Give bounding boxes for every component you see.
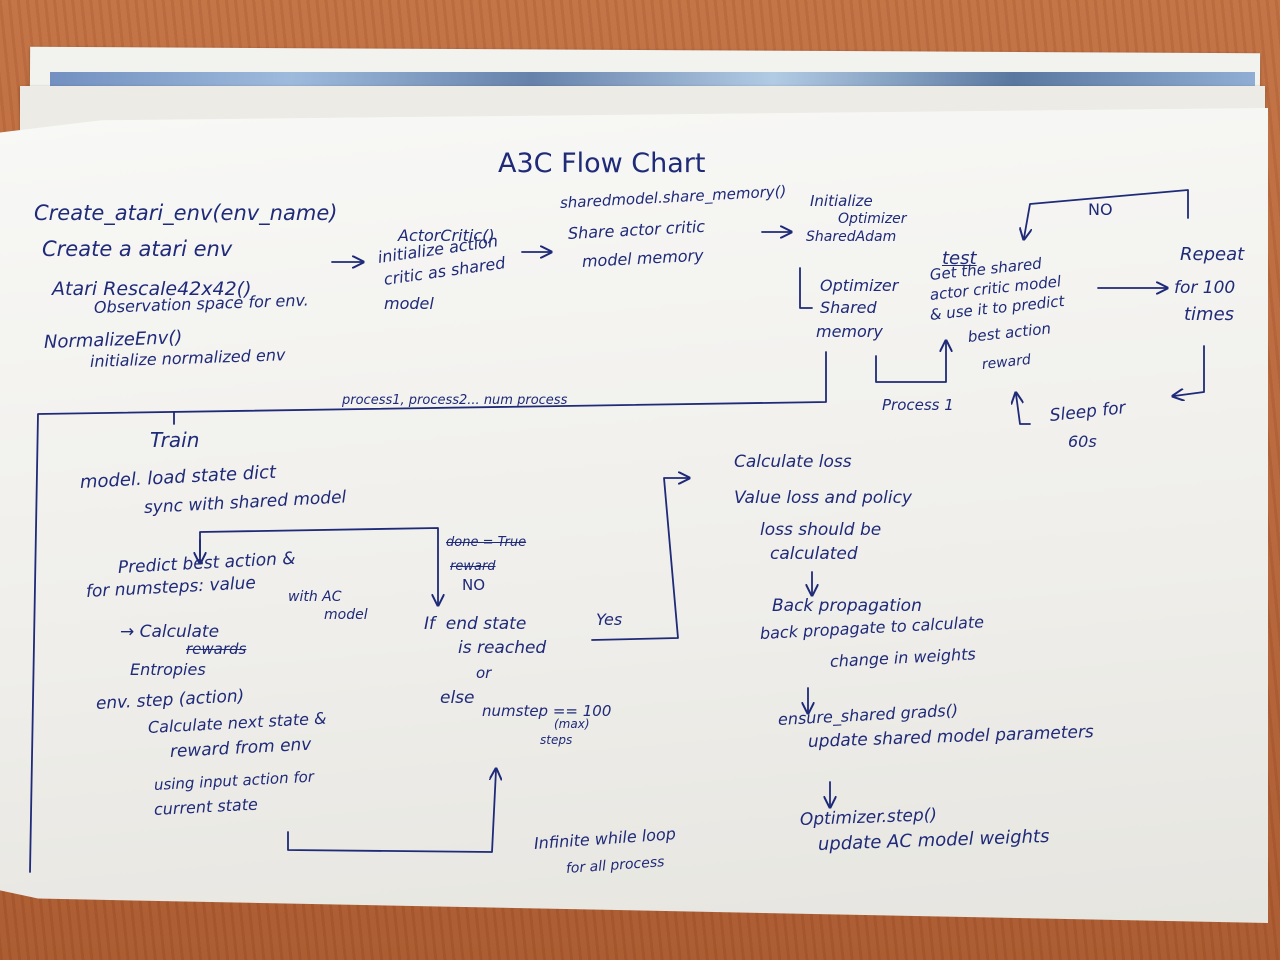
train-heading: Train [150, 428, 200, 452]
loss-line2: loss should be [760, 520, 882, 540]
reward-struck: reward [450, 559, 496, 574]
no-label-train: NO [462, 576, 486, 594]
init-optim-line2: SharedAdam [806, 229, 897, 245]
if-line5: (max) [554, 717, 590, 731]
processes-label: process1, process2... num process [342, 393, 568, 408]
init-optim-line0: Initialize [810, 192, 873, 210]
repeat-line1: for 100 [1174, 278, 1236, 298]
done-struck: done = True [446, 535, 527, 550]
loop-bottom [287, 770, 496, 853]
loop-process1 [875, 342, 946, 383]
create-env-fn: Create_atari_env(env_name) [34, 201, 338, 225]
optim-memory-line1: Shared [820, 298, 877, 317]
optim-memory-line2: memory [816, 322, 883, 341]
bracket-optimizer-memory [799, 267, 813, 309]
create-env-desc: Create a atari env [42, 237, 233, 261]
entropy-label: Entropies [130, 660, 206, 679]
if-line2: or [476, 664, 492, 682]
predict-line3: model [324, 607, 368, 623]
entropy-struck-word: rewards [186, 640, 247, 658]
loop-repeat-down [1174, 345, 1205, 396]
no-label-top: NO [1088, 200, 1113, 219]
arrow-yes-to-loss [591, 478, 688, 641]
if-line0: If end state [424, 614, 527, 634]
notebook-page [0, 108, 1268, 923]
repeat-line2: times [1184, 304, 1235, 325]
optim-memory-line0: Optimizer [820, 276, 899, 295]
printed-strip [50, 72, 1255, 86]
repeat-line0: Repeat [1180, 244, 1245, 265]
actor-critic-fn: ActorCritic() [398, 226, 495, 245]
chart-title: A3C Flow Chart [498, 148, 706, 179]
actor-critic-line3: model [384, 294, 434, 313]
init-optim-line1: Optimizer [838, 211, 907, 227]
loss-heading: Calculate loss [734, 452, 852, 472]
yes-label: Yes [596, 610, 623, 629]
loss-line3: calculated [770, 544, 858, 564]
rescale-fn: Atari Rescale42x42() [52, 278, 252, 300]
sleep-line1: 60s [1068, 432, 1097, 451]
test-heading: test [942, 248, 977, 269]
loop-sleep-up [1016, 394, 1031, 425]
process1-label: Process 1 [882, 396, 954, 414]
if-line1: is reached [458, 638, 547, 658]
if-line3: else [440, 688, 475, 708]
predict-line2: with AC [288, 589, 342, 605]
if-line6: steps [540, 733, 573, 747]
backprop-heading: Back propagation [772, 596, 922, 616]
if-line4: numstep == 100 [482, 702, 612, 720]
loop-no-top [1024, 189, 1189, 238]
entropy-calc: → Calculate [120, 622, 220, 642]
loss-line1: Value loss and policy [734, 488, 912, 508]
process-branch-line [29, 351, 827, 873]
